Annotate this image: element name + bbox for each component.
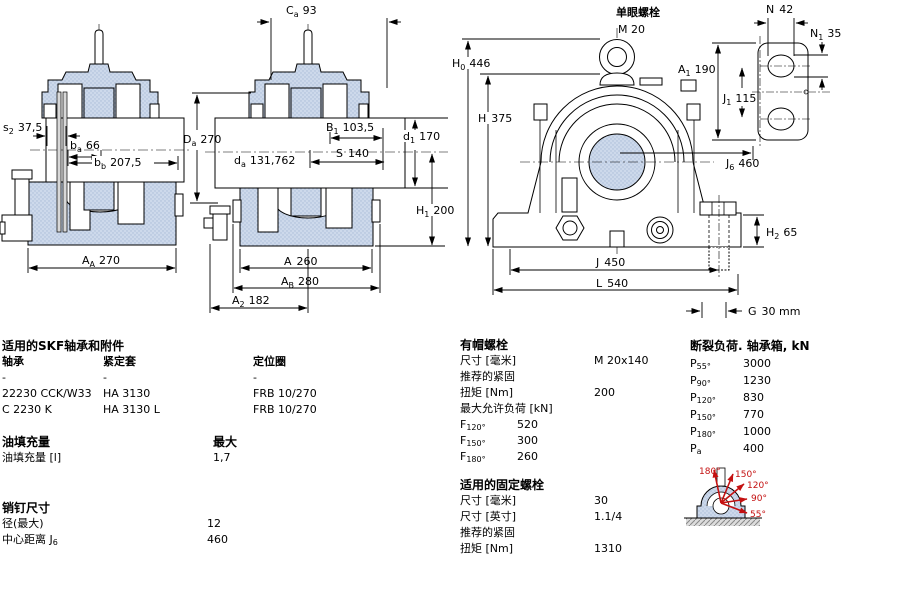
angle-label-55: 55° [750,510,766,520]
table-row: P90° 1230 [690,374,771,388]
skf-table-header: 轴承 紧定套 定位圈 [2,354,322,370]
table-row: 尺寸 [毫米] M 20x140 [460,354,649,367]
view2-dimensions [190,18,448,313]
oil-max-label: 最大 [213,435,238,449]
oil-fill-table: 油填充量 最大 油填充量 [l] 1,7 [2,434,322,466]
breaking-load-title: 断裂负荷. 轴承箱, kN [690,339,810,353]
col-header-bearing: 轴承 [2,355,24,368]
table-row: P55° 3000 [690,357,771,371]
holddown-bolt-head [699,201,737,216]
cap-bolt [686,103,701,121]
grease-fitting [561,177,578,213]
col-header-sleeve: 紧定套 [103,355,136,368]
table-row: 中心距离 J6 460 [2,533,228,547]
table-row: 推荐的紧固 [460,526,515,539]
table-row: 22230 CCK/W33 HA 3130 FRB 10/270 [2,387,317,400]
oil-title: 油填充量 [2,435,51,449]
adapter-sleeve [83,87,115,119]
table-row: P150° 770 [690,408,764,422]
load-angle-diagram: 180° 150° 120° 90° 55° [684,467,769,526]
table-row: 扭矩 [Nm] 200 [460,386,615,399]
table-row: - - - [2,371,257,384]
skf-table-title: 适用的SKF轴承和附件 [2,339,125,353]
drain-plug [609,230,625,248]
table-row: P120° 830 [690,391,764,405]
load-angle-arrows [712,469,748,514]
grease-valve [209,205,231,215]
eyebolt-size: M 20 [618,23,645,36]
table-row: P180° 1000 [690,425,771,439]
angle-label-180: 180° [699,467,721,477]
table-row: F180° 260 [460,450,538,464]
front-view [492,28,742,278]
cap-bolts-title: 有帽螺栓 [460,338,509,352]
breaking-load-table: 断裂负荷. 轴承箱, kN P55° 3000 P90° 1230 P120° … [690,338,890,457]
fixing-bolts-table: 适用的固定螺栓 尺寸 [毫米] 30 尺寸 [英寸] 1.1/4 推荐的紧固 扭… [460,477,690,557]
table-row: 油填充量 [l] 1,7 [2,451,231,464]
table-row: Pa 400 [690,442,764,456]
cap-bolt [533,103,548,121]
cap-bolts-table: 有帽螺栓 尺寸 [毫米] M 20x140 推荐的紧固 扭矩 [Nm] 200 … [460,337,690,465]
table-row: F150° 300 [460,434,538,448]
dowel-pin [56,91,62,233]
angle-label-90: 90° [751,494,767,504]
table-row: 尺寸 [毫米] 30 [460,494,608,507]
view4-dimensions [712,18,828,141]
angle-label-120: 120° [747,481,769,491]
table-row: 尺寸 [英寸] 1.1/4 [460,510,623,523]
table-row: F120° 520 [460,418,538,432]
fixing-bolts-title: 适用的固定螺栓 [460,478,545,492]
pin-title: 销钉尺寸 [2,501,51,515]
section-view-left [0,24,192,246]
grease-valve [11,169,33,180]
eyebolt-label: 单眼螺栓 [616,5,660,19]
table-row: 扭矩 [Nm] 1310 [460,542,622,555]
table-row: 推荐的紧固 [460,370,515,383]
angle-label-150: 150° [735,470,757,480]
grease-stud [303,29,313,71]
skf-bearings-table: 适用的SKF轴承和附件 轴承 紧定套 定位圈 - - - 22230 CCK/W… [2,338,322,418]
section-view-middle [203,24,448,247]
col-header-ring: 定位圈 [253,355,286,368]
table-row: 径(最大) 12 [2,517,221,530]
table-row: C 2230 K HA 3130 L FRB 10/270 [2,403,317,416]
pin-size-table: 销钉尺寸 径(最大) 12 中心距离 J6 460 [2,500,322,548]
grease-stud [94,29,104,71]
table-row: 最大允许负荷 [kN] [460,402,553,415]
view3-dimensions [462,38,764,318]
bolt-plate-view [752,36,830,147]
